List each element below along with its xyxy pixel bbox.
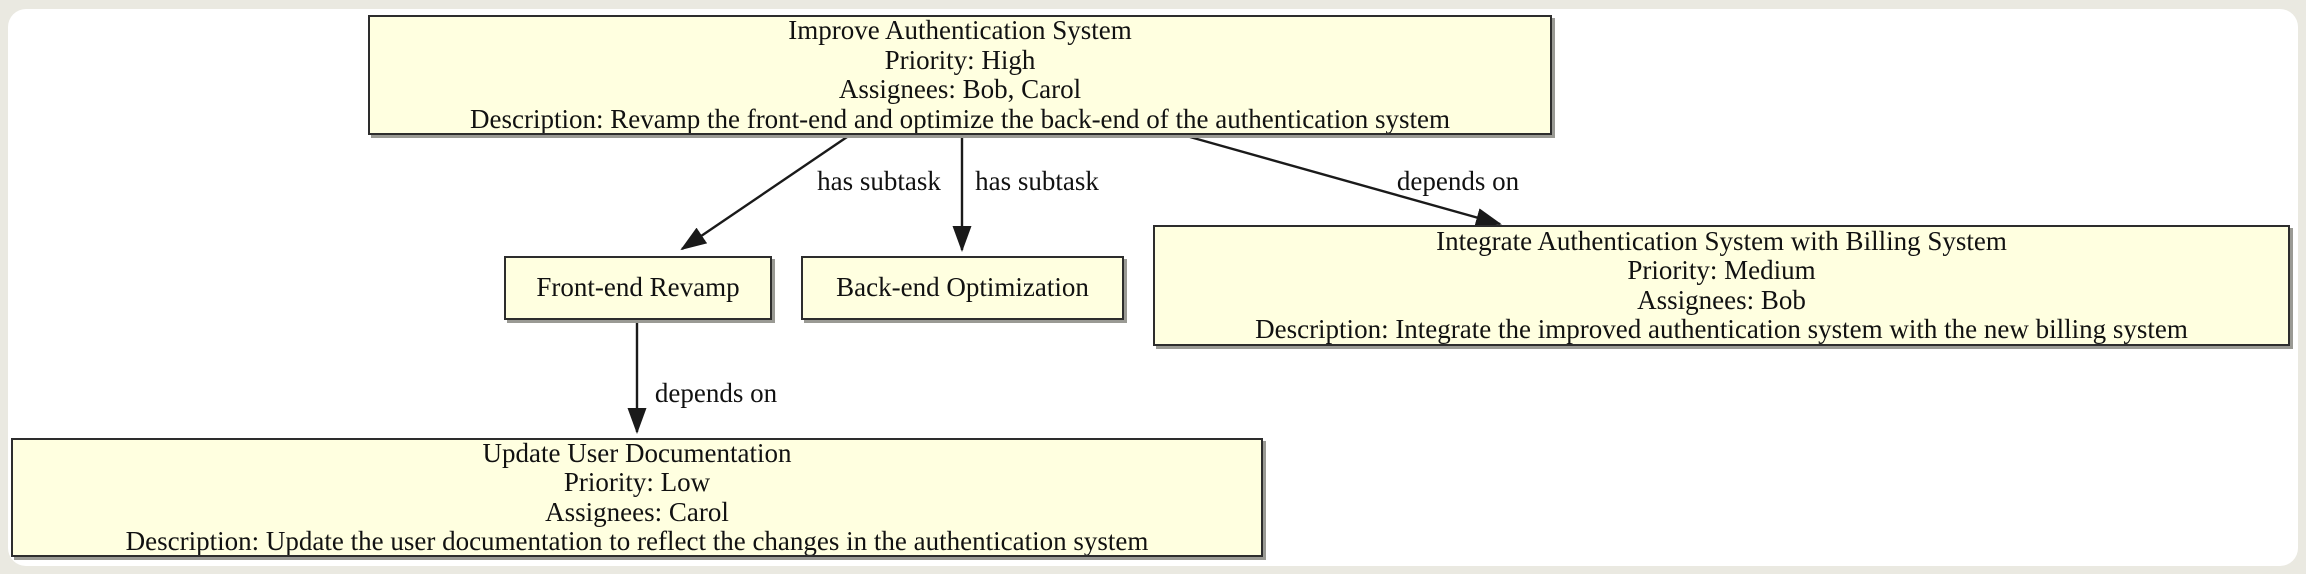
node-title: Update User Documentation <box>482 438 792 468</box>
node-priority: Priority: High <box>884 44 1036 75</box>
node-description: Description: Update the user documentati… <box>125 526 1149 556</box>
edge-label-has-subtask-backend: has subtask <box>975 166 1099 196</box>
node-priority: Priority: Low <box>563 467 711 497</box>
node-title: Integrate Authentication System with Bil… <box>1436 225 2007 256</box>
edge-label-depends-on-docs: depends on <box>654 378 778 408</box>
node-title: Improve Authentication System <box>788 15 1132 45</box>
node-update-user-documentation: Update User Documentation Priority: Low … <box>11 438 1263 557</box>
node-back-end-optimization: Back-end Optimization <box>801 256 1124 320</box>
node-integrate-authentication-billing: Integrate Authentication System with Bil… <box>1153 225 2290 346</box>
edge-label-has-subtask-frontend: has subtask <box>817 166 941 196</box>
node-assignees: Assignees: Bob <box>1637 284 1806 315</box>
node-assignees: Assignees: Carol <box>545 496 729 527</box>
node-improve-authentication-system: Improve Authentication System Priority: … <box>368 15 1552 135</box>
node-description: Description: Revamp the front-end and op… <box>470 103 1450 134</box>
node-title: Back-end Optimization <box>836 272 1089 303</box>
node-description: Description: Integrate the improved auth… <box>1255 314 2188 344</box>
node-priority: Priority: Medium <box>1627 255 1816 285</box>
edge-label-depends-on-billing: depends on <box>1396 166 1520 196</box>
node-assignees: Assignees: Bob, Carol <box>838 74 1082 104</box>
node-front-end-revamp: Front-end Revamp <box>504 256 772 320</box>
node-title: Front-end Revamp <box>536 272 740 303</box>
